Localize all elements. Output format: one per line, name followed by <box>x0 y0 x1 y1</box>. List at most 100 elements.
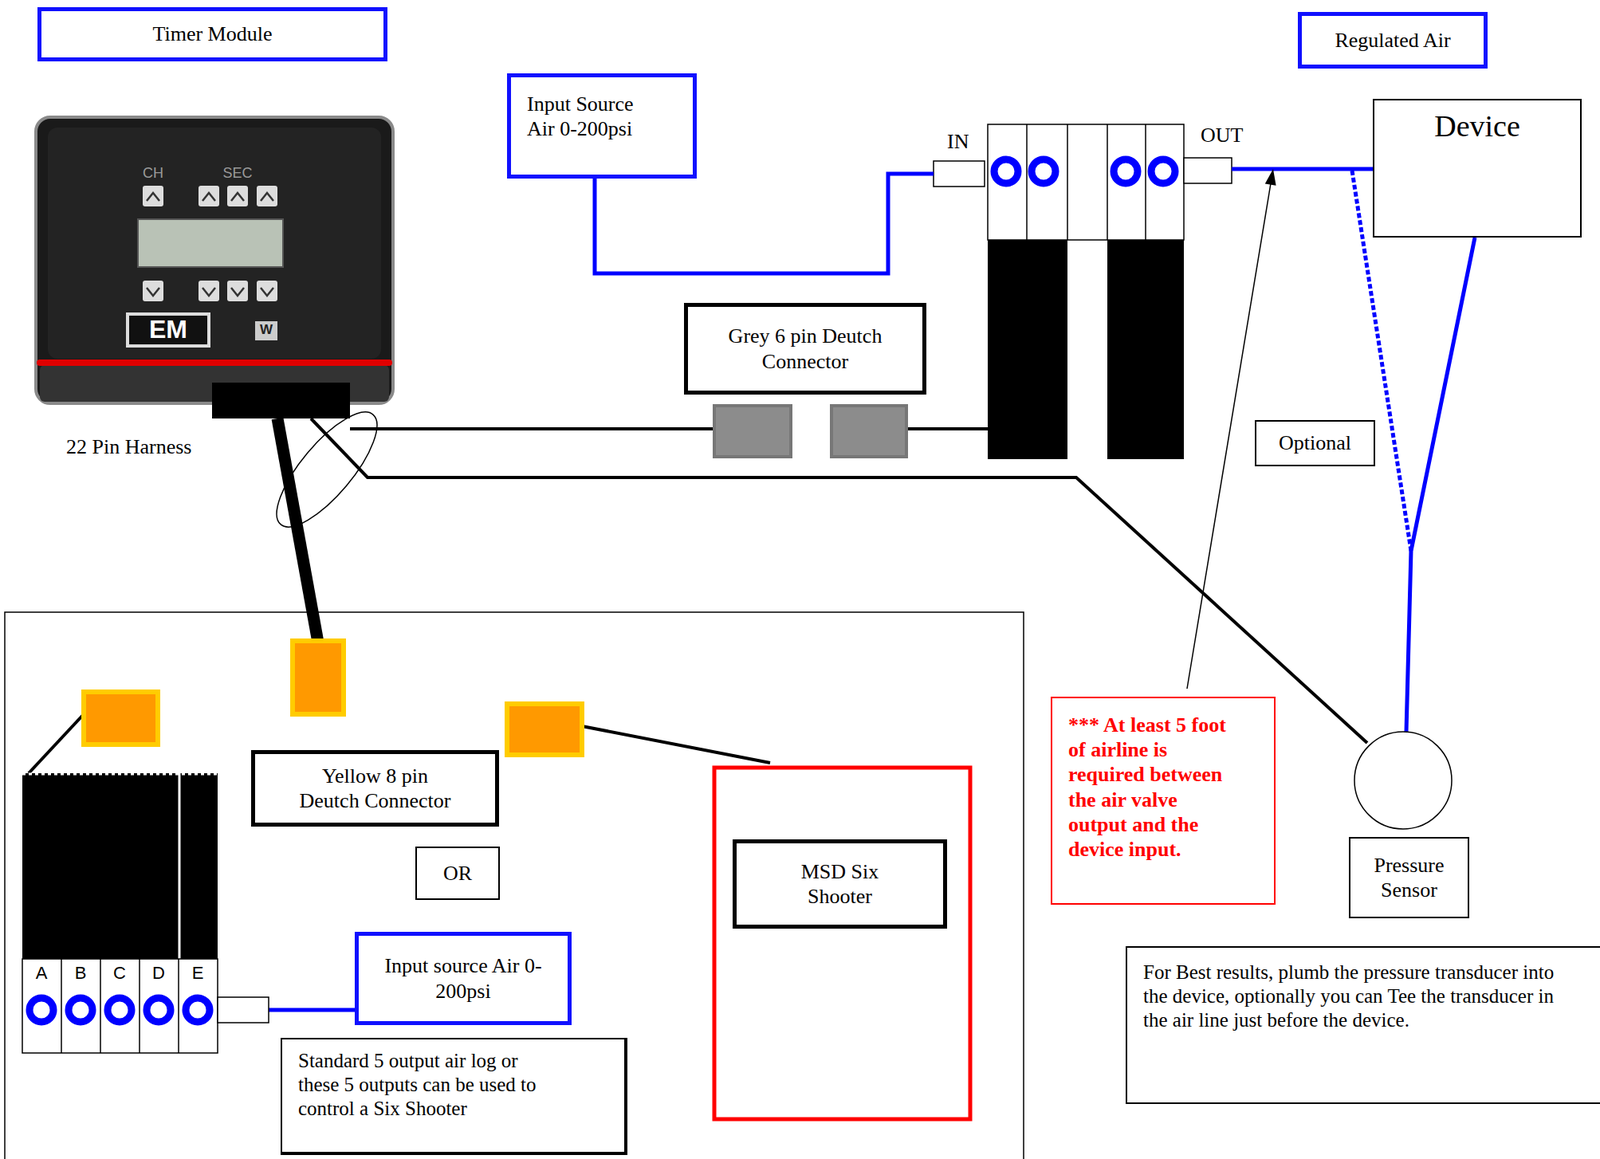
note-box: Standard 5 output air log or these 5 out… <box>280 1037 628 1156</box>
timer-module-photo <box>35 117 394 419</box>
air-valve-part <box>1026 124 1028 240</box>
node-text: Input Source Air 0-200psi <box>526 91 655 142</box>
air-log-part <box>22 773 218 776</box>
air-valve-part <box>987 124 1184 240</box>
down-buttons-part <box>256 280 278 302</box>
air-valve-part <box>1144 124 1147 240</box>
brand-logo: EM <box>149 314 188 345</box>
up-buttons-part <box>202 192 216 201</box>
pressure-sensor-symbol-part <box>1354 731 1452 830</box>
timer-module-photo-part <box>47 127 382 359</box>
port-letter: B <box>74 963 87 983</box>
down-buttons-part <box>198 280 220 302</box>
air-valve-part <box>987 239 1068 460</box>
wire-harness-part <box>349 427 715 431</box>
air-valve-part <box>994 159 1019 184</box>
node-text: Device <box>1434 108 1521 146</box>
wire-harness-part <box>261 397 394 541</box>
yellow-connectors <box>83 640 582 755</box>
down-buttons-part <box>202 287 216 296</box>
grey-connectors-part <box>831 405 907 457</box>
air-valve-part <box>1066 124 1069 240</box>
node-text: Input source Air 0-200psi <box>375 953 551 1003</box>
air-valve-part <box>1113 159 1138 184</box>
up-buttons <box>142 185 278 207</box>
port-letter: A <box>35 963 48 983</box>
timer-module-photo-part <box>212 382 350 419</box>
sensor-label-box: Pressure Sensor <box>1348 837 1470 919</box>
up-buttons-part <box>142 185 164 207</box>
up-buttons-part <box>231 192 244 201</box>
up-buttons-part <box>198 185 220 207</box>
yellow-connectors-part <box>292 640 344 715</box>
air-log-part <box>178 773 181 960</box>
node-text: OR <box>443 860 472 886</box>
wire-harness-part <box>28 714 84 774</box>
node-text: Standard 5 output air log or these 5 out… <box>298 1049 554 1121</box>
air-valve-part <box>1106 124 1109 240</box>
timer-module-photo-part <box>137 219 284 268</box>
air-log-part <box>146 998 171 1023</box>
air-log-part <box>22 773 218 960</box>
timer-module-photo-part <box>255 321 278 341</box>
grey-connectors <box>714 405 907 457</box>
air-log-part <box>29 998 54 1023</box>
air-valve-part <box>1107 239 1184 460</box>
air-log-part <box>177 959 180 1054</box>
air-valve-part <box>1183 157 1232 184</box>
air-valve-part <box>933 161 985 187</box>
button-label: CH <box>142 165 164 182</box>
air-source-box: Input Source Air 0-200psi <box>507 73 697 179</box>
node-text: Yellow 8 pin Deutch Connector <box>293 763 457 814</box>
air-source-box: Input source Air 0-200psi <box>354 931 572 1026</box>
connector-label-box: Yellow 8 pin Deutch Connector <box>251 750 500 827</box>
air-log-part <box>138 959 141 1054</box>
port-label: OUT <box>1200 123 1243 148</box>
button-label: SEC <box>222 165 252 182</box>
label-box: Regulated Air <box>1297 11 1488 69</box>
warning-callout: *** At least 5 foot of airline is requir… <box>1050 696 1276 905</box>
choice-box: OR <box>415 846 500 901</box>
air-lines-part <box>268 1008 355 1013</box>
air-valve-part <box>1031 159 1056 184</box>
air-log-part <box>217 997 269 1023</box>
air-log-part <box>185 998 210 1023</box>
up-buttons-part <box>256 185 278 207</box>
node-text: Timer Module <box>153 21 273 47</box>
grey-connectors-part <box>714 405 791 457</box>
node-text: For Best results, plumb the pressure tra… <box>1143 960 1582 1033</box>
air-log-part <box>22 959 218 1054</box>
air-valve-part <box>1151 159 1176 184</box>
wire-harness-part <box>906 427 988 431</box>
note-box: For Best results, plumb the pressure tra… <box>1125 946 1600 1105</box>
down-buttons-part <box>142 280 164 302</box>
note-box: Optional <box>1254 420 1376 467</box>
air-lines-part <box>1406 237 1475 732</box>
down-buttons-part <box>227 280 248 302</box>
timer-module-photo-part <box>35 117 394 404</box>
callout-leader-part <box>1265 169 1277 186</box>
air-log-part <box>99 959 102 1054</box>
port-letter: C <box>113 963 126 983</box>
air-lines <box>268 169 1475 1011</box>
node-text: Pressure Sensor <box>1361 853 1458 903</box>
up-buttons-part <box>146 192 160 201</box>
button-label: W <box>259 322 273 339</box>
device-label-box: MSD Six Shooter <box>732 839 948 929</box>
port-letter: D <box>152 963 166 983</box>
air-log-part <box>60 959 63 1054</box>
air-lines-part <box>594 173 934 274</box>
timer-module-photo-part <box>127 314 209 346</box>
title-box: Timer Module <box>37 7 388 62</box>
down-buttons-part <box>260 287 274 296</box>
yellow-connectors-part <box>83 691 158 745</box>
wire-harness-part <box>277 418 319 643</box>
air-log-part <box>107 998 132 1023</box>
down-buttons-part <box>146 287 160 296</box>
air-log-part <box>68 998 93 1023</box>
timer-module-photo-part <box>39 359 390 366</box>
port-label: IN <box>947 129 969 154</box>
node-text: Grey 6 pin Deutch Connector <box>697 323 913 374</box>
device-box: Device <box>1372 98 1582 238</box>
